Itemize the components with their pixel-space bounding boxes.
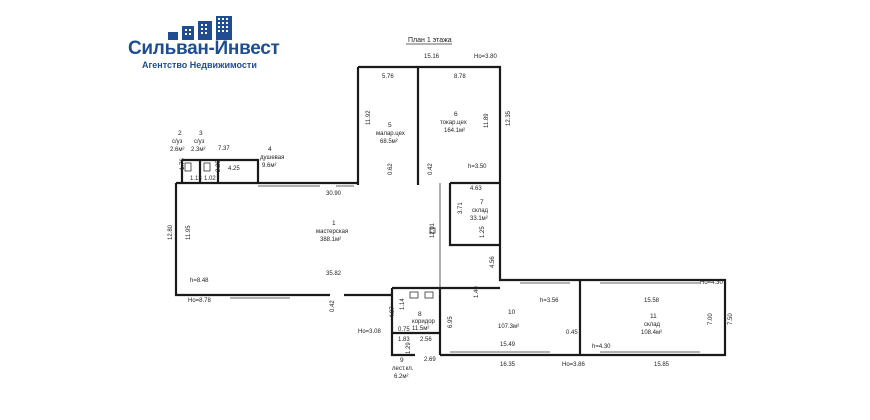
room-1-num: 1: [332, 220, 336, 227]
dim-497: 4.97: [390, 306, 396, 318]
dim-750: 7.50: [728, 313, 734, 325]
room-2-area: 2.6м²: [170, 147, 184, 153]
room-3-name: с/уз: [194, 139, 205, 145]
dim-7-height: 3.71: [458, 202, 464, 214]
height-marks: Нo=3.80 h=3.50 h=8.48 Нo=8.78 Нo=3.08 h=…: [188, 54, 724, 368]
height-350: h=3.50: [468, 164, 487, 170]
dim-5-bottom: 0.62: [388, 163, 394, 175]
dim-main-right: 12.01: [430, 222, 436, 238]
room-1-name: мастерская: [316, 229, 348, 235]
room-3-area: 2.3м²: [191, 147, 205, 153]
dim-225: 2.25: [216, 160, 222, 172]
dim-256: 2.56: [420, 337, 432, 343]
dim-114: 1.14: [400, 298, 406, 310]
height-848: h=8.48: [190, 278, 209, 284]
plan-title: План 1 этажа: [408, 37, 452, 44]
room-1-area: 388.1м²: [320, 237, 341, 243]
dim-042: 0.42: [330, 300, 336, 312]
dim-695: 6.95: [448, 316, 454, 328]
dim-1549: 15.49: [500, 342, 516, 348]
room-4-name: душевая: [260, 155, 284, 161]
dim-140: 1.40: [474, 286, 480, 298]
room-5-num: 5: [388, 122, 392, 129]
dim-176: 1.76: [180, 158, 186, 170]
dim-269: 2.69: [424, 357, 436, 363]
dim-6-height: 11.89: [484, 113, 490, 128]
height-Ho430: Нo=4.30: [700, 280, 724, 286]
dim-main-top: 30.90: [326, 191, 342, 197]
dim-5-width: 5.76: [382, 74, 394, 80]
dim-113: 1.13: [190, 176, 202, 182]
room-4-area: 9.6м²: [262, 163, 276, 169]
room-9-area: 6.2м²: [394, 374, 408, 380]
dim-425: 4.25: [228, 166, 240, 172]
room-5-area: 68.5м²: [380, 139, 398, 145]
room-8-num: 8: [418, 311, 422, 318]
company-logo: Сильван-Инвест Агентство Недвижимости: [128, 14, 280, 70]
dim-6-right: 12.35: [506, 110, 512, 126]
room-2-name: с/уз: [172, 139, 183, 145]
dim-top-total: 15.16: [424, 54, 440, 60]
dim-5-height: 11.92: [366, 110, 372, 125]
room-11-num: 11: [650, 313, 657, 320]
room-7-name: склад: [472, 208, 489, 214]
height-308: Нo=3.08: [358, 329, 382, 335]
brand-name: Сильван-Инвест: [128, 38, 280, 59]
room-6-name: токар.цех: [440, 120, 467, 126]
dim-075: 0.75: [398, 327, 410, 333]
dimensions: 15.16 5.76 8.78 11.92 11.89 12.35 0.62 0…: [168, 54, 734, 368]
brand-subtitle: Агентство Недвижимости: [142, 60, 257, 70]
room-2-num: 2: [178, 130, 182, 137]
height-356: h=3.56: [540, 298, 559, 304]
room-7-area: 33.1м²: [470, 216, 488, 222]
room-6-area: 164.1м²: [444, 128, 465, 134]
height-386: Нo=3.86: [562, 362, 586, 368]
room-labels: 1 мастерская 388.1м² 2 с/уз 2.6м² 3 с/уз…: [170, 111, 662, 380]
dim-1635: 16.35: [500, 362, 516, 368]
room-8-area: 11.5м²: [412, 326, 429, 332]
room-11-area: 108.4м²: [641, 330, 662, 336]
walls: [174, 65, 727, 357]
room-6-num: 6: [454, 111, 458, 118]
height-878: Нo=8.78: [188, 298, 212, 304]
room-9-num: 9: [400, 357, 404, 364]
room-9-name: лест.кл.: [392, 366, 414, 372]
dim-main-left-out: 12.80: [168, 224, 174, 240]
height-430: h=4.30: [592, 344, 611, 350]
dim-1585: 15.85: [654, 362, 670, 368]
dim-7-width: 4.63: [470, 186, 482, 192]
dim-183: 1.83: [398, 337, 410, 343]
dim-7-side: 1.25: [480, 226, 486, 238]
dim-737: 7.37: [218, 146, 230, 152]
dim-main-bottom: 35.82: [326, 271, 342, 277]
room-4-num: 4: [268, 146, 272, 153]
dim-045: 0.45: [566, 330, 578, 336]
height-380: Нo=3.80: [474, 54, 498, 60]
room-8-name: коридор: [412, 319, 436, 325]
building-logo-icon: [168, 16, 232, 40]
dim-main-left-in: 11.95: [186, 225, 192, 240]
room-3-num: 3: [199, 130, 203, 137]
room-10-area: 107.3м²: [498, 324, 519, 330]
dim-1558: 15.58: [644, 298, 660, 304]
dim-6-width: 8.78: [454, 74, 466, 80]
room-10-num: 10: [508, 309, 516, 316]
room-5-name: малар.цех: [376, 131, 405, 137]
dim-102: 1.02: [204, 176, 216, 182]
room-7-num: 7: [480, 199, 484, 206]
dim-129: 1.29: [406, 342, 412, 354]
room-11-name: склад: [644, 322, 661, 328]
dim-6-bottom: 0.42: [428, 163, 434, 175]
dim-700: 7.00: [708, 313, 714, 325]
dim-right-col: 4.56: [490, 256, 496, 268]
